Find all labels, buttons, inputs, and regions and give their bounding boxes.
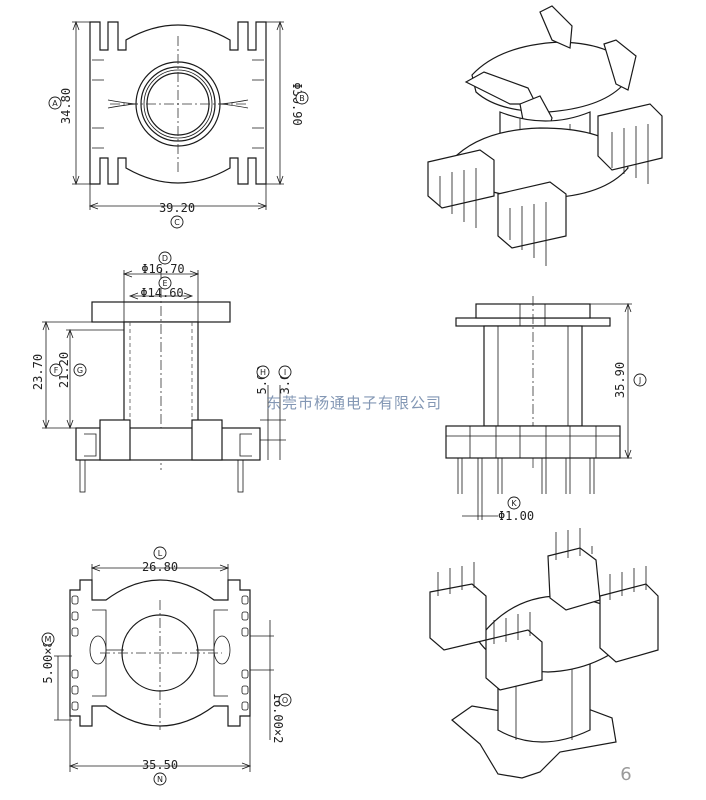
tag-l — [153, 546, 167, 560]
tag-f — [49, 363, 63, 377]
dim-c-text: 39.20 — [159, 201, 195, 215]
svg-text:M: M — [45, 635, 52, 644]
tag-j — [633, 373, 647, 387]
svg-text:E: E — [162, 279, 167, 288]
dim-n-text: 35.50 — [142, 758, 178, 772]
tag-g — [73, 363, 87, 377]
tag-c — [170, 215, 184, 229]
dim-m-text: 5.00×8 — [41, 640, 55, 683]
tag-d — [158, 251, 172, 265]
dim-g-text: 21.20 — [57, 352, 71, 388]
page-number: 6 — [620, 764, 631, 785]
side-view: 35.90 J Φ1.00 K — [445, 296, 647, 523]
dim-j-text: 35.90 — [613, 362, 627, 398]
svg-text:A: A — [52, 99, 58, 108]
tag-e — [158, 276, 172, 290]
dim-k-text: Φ1.00 — [498, 509, 534, 523]
tag-i — [278, 365, 292, 379]
tag-a — [48, 96, 62, 110]
svg-text:B: B — [299, 94, 305, 103]
tag-m — [41, 632, 55, 646]
svg-text:N: N — [157, 775, 163, 784]
top-view: 34.80 A Φ30.90 B 39.20 C — [48, 20, 309, 229]
svg-text:D: D — [162, 254, 168, 263]
svg-text:C: C — [174, 218, 180, 227]
svg-text:L: L — [158, 549, 163, 558]
svg-text:O: O — [282, 696, 288, 705]
tag-n — [153, 772, 167, 786]
bottom-view: 26.80 L 5.00×8 M 35.50 N 16.00×2 O — [41, 546, 292, 786]
iso-view-top — [427, 5, 663, 266]
svg-text:G: G — [77, 366, 83, 375]
dim-a-text: 34.80 — [59, 88, 73, 124]
front-view: Φ16.70 D Φ14.60 E 23.70 F 21.20 G 5.00 3… — [31, 251, 292, 493]
svg-text:H: H — [260, 368, 266, 377]
svg-text:I: I — [284, 368, 286, 377]
tag-k — [507, 496, 521, 510]
company-watermark: 东莞市杨通电子有限公司 — [266, 394, 442, 412]
dim-e-text: Φ14.60 — [140, 286, 183, 300]
svg-text:K: K — [511, 499, 517, 508]
svg-text:J: J — [638, 376, 641, 385]
tag-b — [295, 91, 309, 105]
iso-view-bottom — [429, 528, 659, 779]
dim-d-text: Φ16.70 — [141, 262, 184, 276]
svg-text:F: F — [54, 366, 59, 375]
tag-h — [256, 365, 270, 379]
dim-l-text: 26.80 — [142, 560, 178, 574]
dim-f-text: 23.70 — [31, 354, 45, 390]
tag-o — [278, 693, 292, 707]
